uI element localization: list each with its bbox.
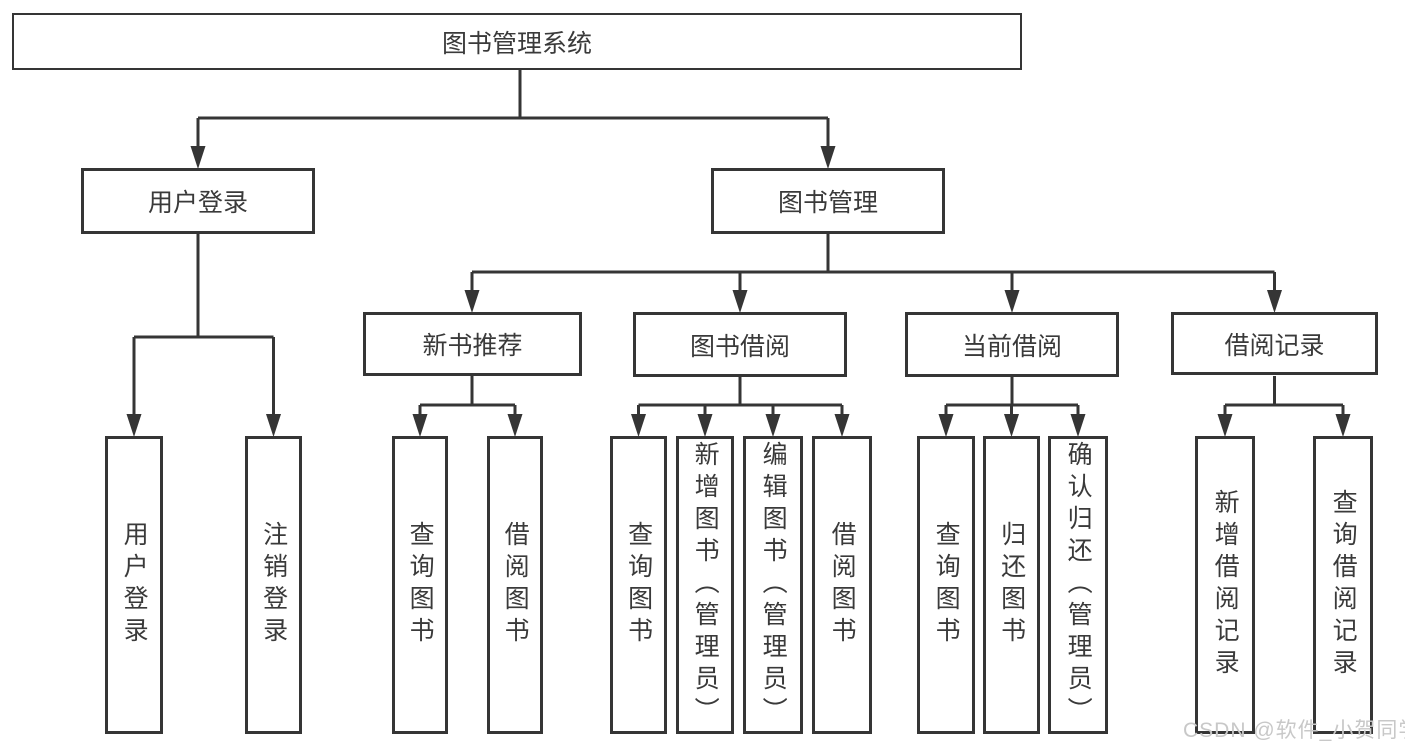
arrowhead-down-icon: [507, 414, 523, 437]
arrowhead-down-icon: [631, 414, 646, 437]
arrowhead-down-icon: [1267, 290, 1282, 313]
arrowhead-down-icon: [1217, 414, 1233, 437]
leaf-current-confirm-return-admin: 确认归还（管理员）: [1048, 436, 1108, 734]
leaf-label: 查询图书: [406, 521, 435, 649]
node-label: 当前借阅: [961, 332, 1062, 361]
arrowhead-down-icon: [1070, 414, 1086, 437]
connector-login-to-leaves: [132, 234, 275, 416]
leaf-user-login: 用户登录: [105, 436, 163, 734]
leaf-borrow-edit-books-admin: 编辑图书（管理员）: [743, 436, 803, 734]
arrowhead-down-icon: [1004, 290, 1020, 313]
leaf-label: 新增图书（管理员）: [691, 441, 720, 729]
csdn-watermark: CSDN @软件_小贺同学: [1183, 719, 1405, 742]
leaf-label: 借阅图书: [501, 521, 530, 649]
connector-borrow-to-leaves: [637, 376, 844, 417]
leaf-records-query-record: 查询借阅记录: [1313, 436, 1373, 734]
arrowhead-down-icon: [1335, 414, 1351, 437]
leaf-label: 查询借阅记录: [1329, 489, 1358, 681]
connector-recommend-to-leaves: [418, 376, 517, 417]
leaf-label: 新增借阅记录: [1211, 489, 1240, 681]
node-label: 图书管理系统: [441, 29, 592, 58]
arrowhead-down-icon: [765, 414, 781, 437]
leaf-label: 确认归还（管理员）: [1064, 441, 1093, 729]
node-borrow-records: 借阅记录: [1171, 312, 1378, 375]
node-label: 借阅记录: [1224, 331, 1325, 360]
arrowhead-down-icon: [126, 414, 142, 437]
leaf-label: 注销登录: [259, 521, 288, 649]
leaf-recommend-borrow-books: 借阅图书: [487, 436, 543, 734]
leaf-records-add-record: 新增借阅记录: [1195, 436, 1255, 734]
node-label: 新书推荐: [422, 332, 523, 360]
leaf-borrow-query-books: 查询图书: [610, 436, 667, 734]
node-label: 用户登录: [147, 189, 248, 217]
leaf-borrow-add-books-admin: 新增图书（管理员）: [676, 436, 734, 734]
leaf-borrow-borrow-books: 借阅图书: [812, 436, 872, 734]
node-book-borrow: 图书借阅: [633, 312, 847, 377]
connector-current-to-leaves: [944, 376, 1080, 417]
node-new-book-recommend: 新书推荐: [363, 312, 582, 376]
leaf-current-query-books: 查询图书: [917, 436, 975, 734]
leaf-label: 编辑图书（管理员）: [759, 441, 788, 729]
arrowhead-down-icon: [820, 146, 836, 169]
arrowhead-down-icon: [697, 414, 713, 437]
arrowhead-down-icon: [464, 290, 480, 313]
arrowhead-down-icon: [1004, 414, 1019, 437]
leaf-label: 查询图书: [932, 521, 961, 649]
leaf-label: 归还图书: [997, 521, 1026, 649]
node-user-login: 用户登录: [81, 168, 315, 234]
node-current-borrow: 当前借阅: [905, 312, 1119, 377]
connector-records-to-leaves: [1223, 376, 1345, 417]
arrowhead-down-icon: [834, 414, 850, 437]
node-label: 图书管理: [777, 189, 878, 217]
arrowhead-down-icon: [190, 146, 206, 169]
node-label: 图书借阅: [689, 332, 790, 361]
arrowhead-down-icon: [266, 414, 281, 437]
connector-manage-to-level3: [470, 234, 1276, 292]
leaf-label: 查询图书: [624, 521, 653, 649]
node-root-system: 图书管理系统: [12, 13, 1022, 70]
leaf-recommend-query-books: 查询图书: [392, 436, 448, 734]
connector-root-to-level2: [196, 69, 830, 148]
arrowhead-down-icon: [732, 290, 748, 313]
leaf-label: 借阅图书: [828, 521, 857, 649]
leaf-current-return-books: 归还图书: [983, 436, 1040, 734]
leaf-logout: 注销登录: [245, 436, 302, 734]
leaf-label: 用户登录: [120, 521, 149, 649]
arrowhead-down-icon: [938, 414, 954, 437]
arrowhead-down-icon: [412, 414, 428, 437]
node-book-management: 图书管理: [711, 168, 945, 234]
